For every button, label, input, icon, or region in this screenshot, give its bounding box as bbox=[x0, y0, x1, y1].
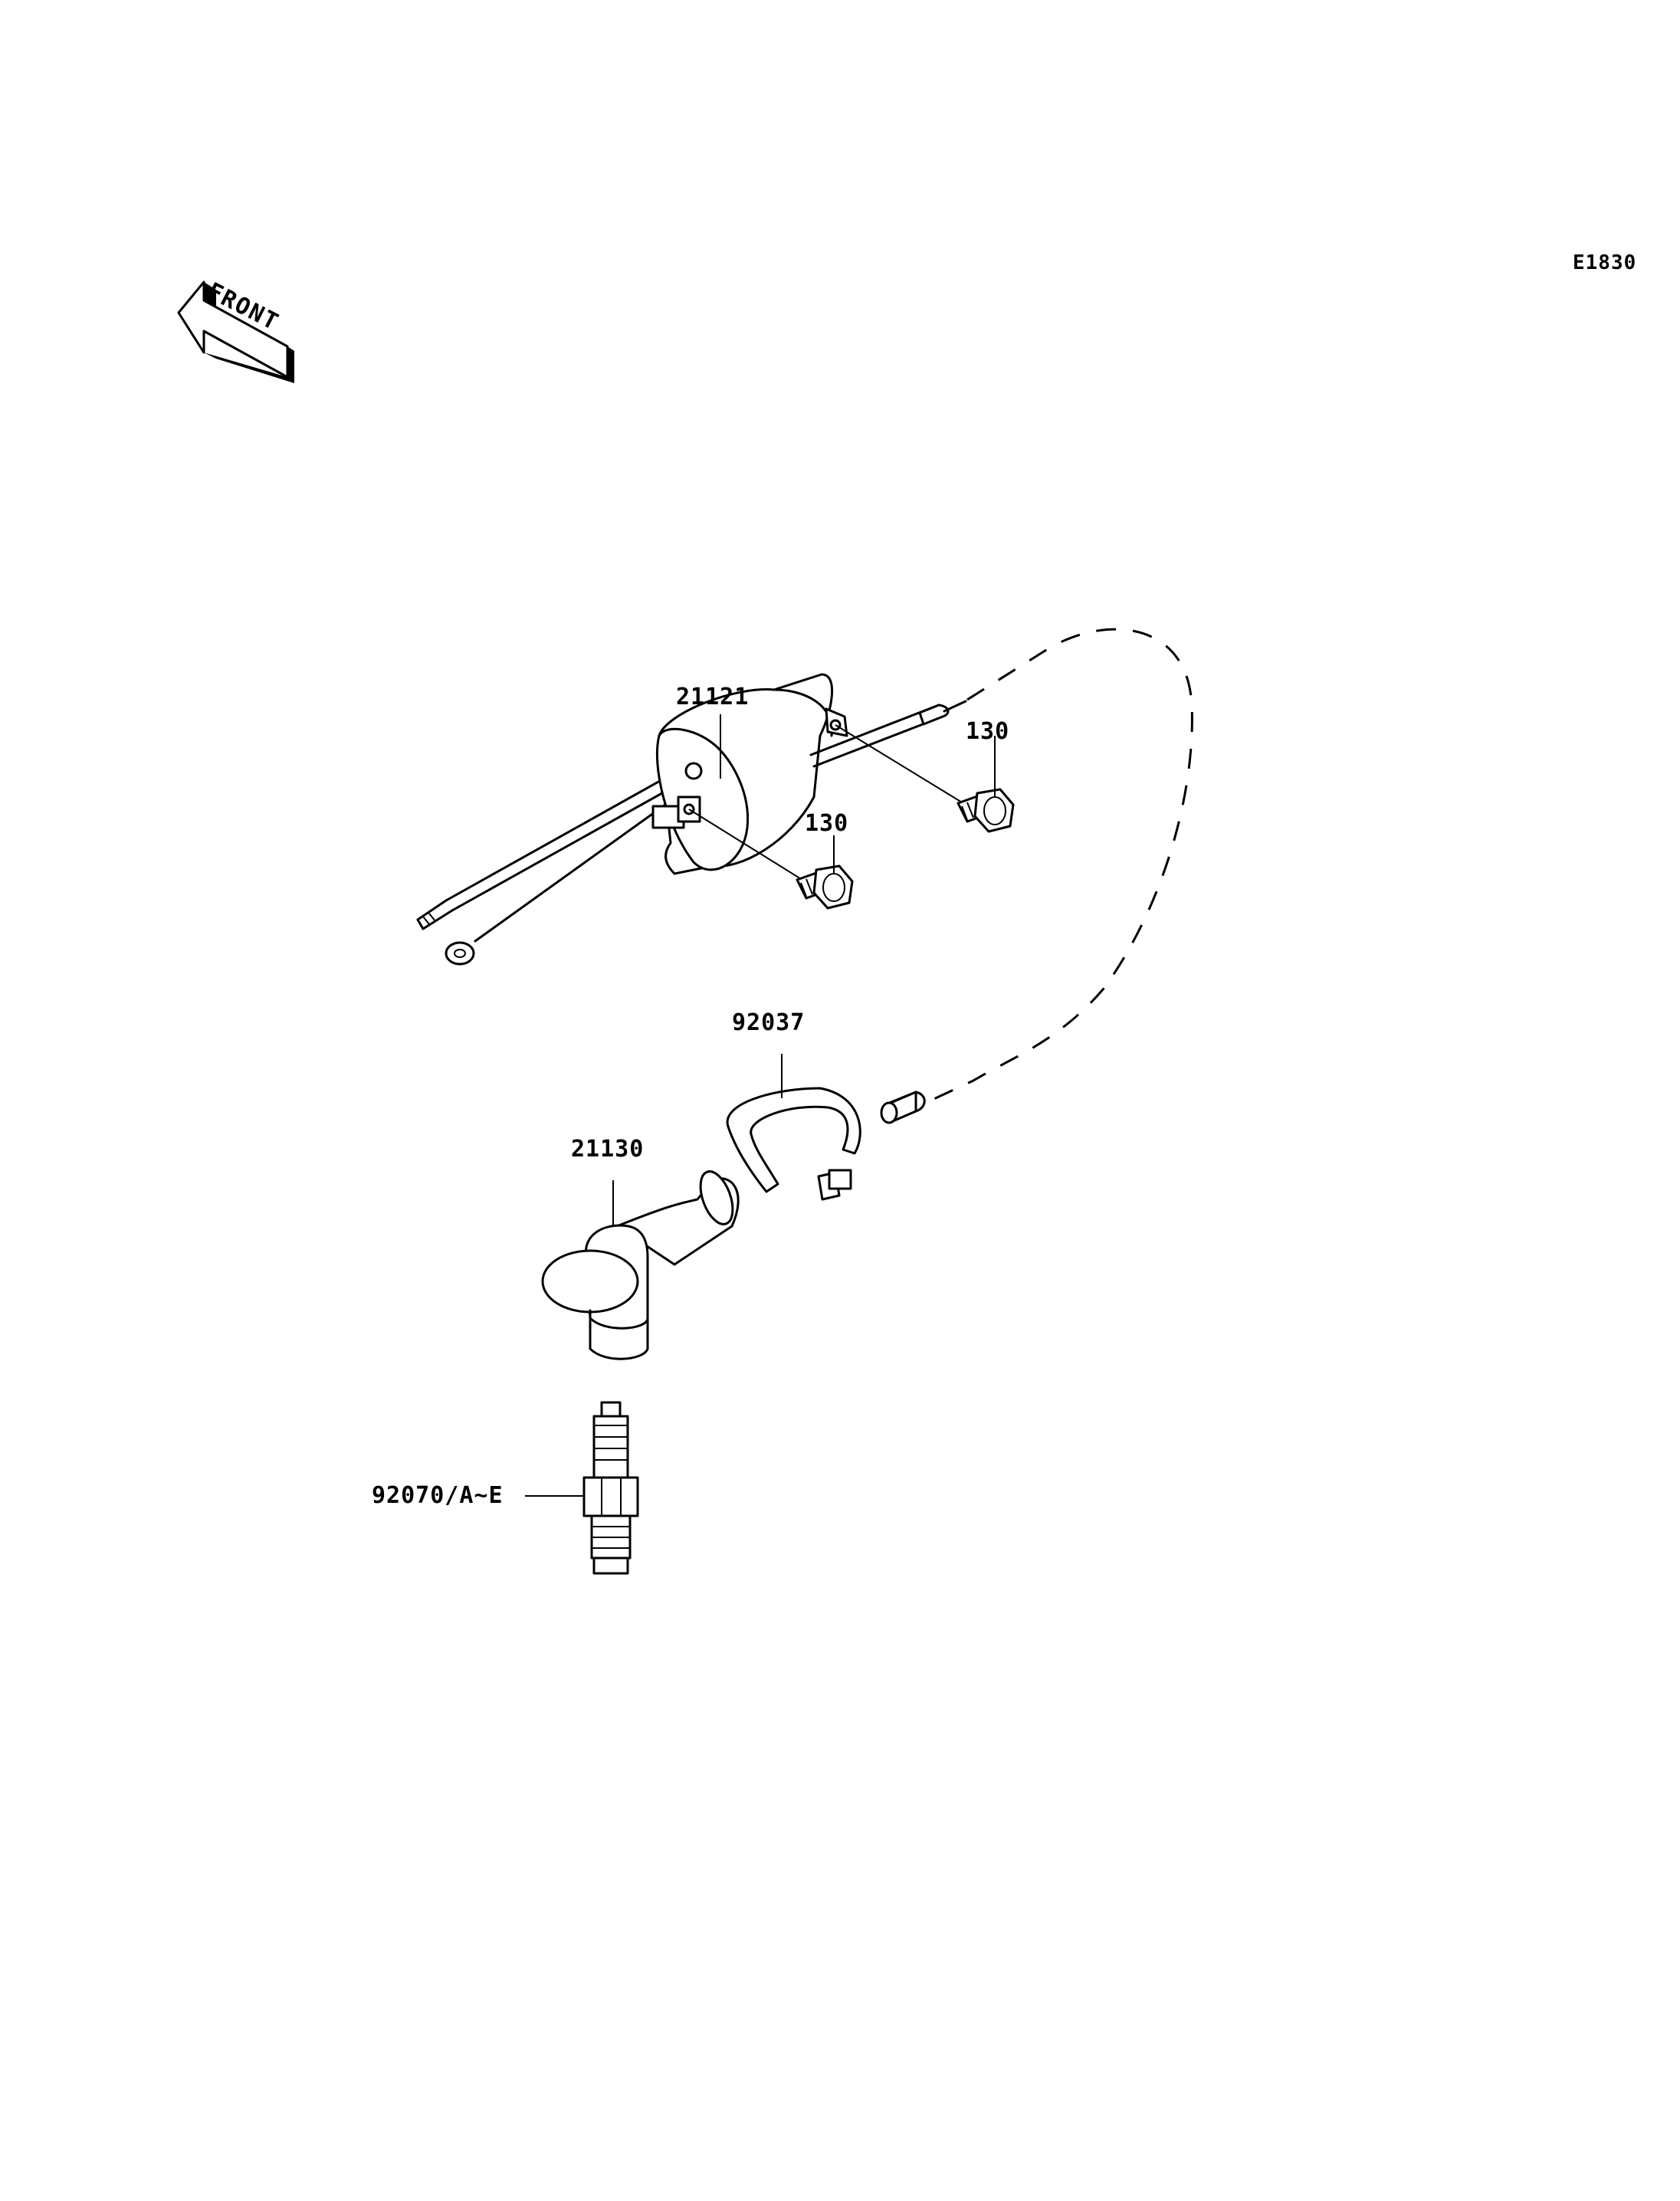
clamp bbox=[726, 1087, 861, 1201]
callout-21130: 21130 bbox=[571, 1136, 645, 1163]
plug-cap bbox=[541, 1170, 740, 1360]
callout-130-upper: 130 bbox=[966, 718, 1010, 745]
callout-92070: 92070/A~E bbox=[372, 1482, 504, 1509]
bolt-upper bbox=[835, 724, 1015, 833]
leader-lines bbox=[525, 714, 996, 1497]
ignition-coil bbox=[416, 628, 1193, 1109]
diagram-code: E1830 bbox=[1573, 251, 1637, 274]
bolt-lower bbox=[688, 809, 854, 910]
spark-plug bbox=[582, 1401, 639, 1575]
front-arrow-icon: FRONT bbox=[177, 277, 294, 383]
callout-92037: 92037 bbox=[732, 1009, 806, 1036]
callout-130-lower: 130 bbox=[805, 810, 849, 837]
lead-plug-end bbox=[880, 1091, 926, 1124]
callout-21121: 21121 bbox=[676, 684, 750, 710]
